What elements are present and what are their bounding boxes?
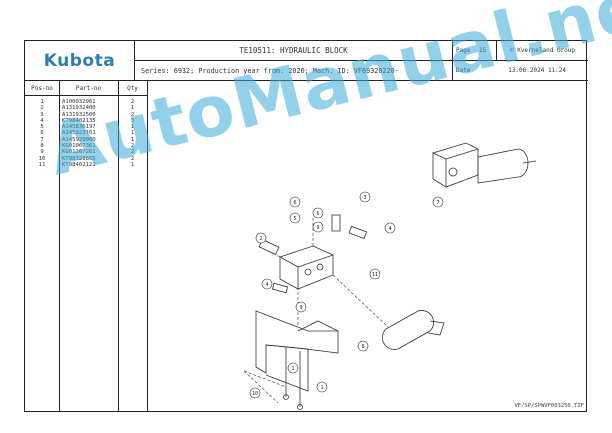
callout-9: 9 xyxy=(312,221,324,233)
qty-cell: 1 xyxy=(130,124,135,131)
kubota-logo: Kubota xyxy=(43,50,116,71)
svg-text:7: 7 xyxy=(436,200,439,206)
callout-3: 3 xyxy=(359,191,371,203)
pos-no-cell: 8 xyxy=(40,143,44,150)
qty-cell: 1 xyxy=(130,136,135,143)
mounting-bracket xyxy=(255,310,339,374)
callout-5: 5 xyxy=(289,212,301,224)
svg-text:8: 8 xyxy=(361,344,364,350)
callout-10: 10 xyxy=(249,387,261,399)
callout-4: 4 xyxy=(384,222,396,234)
column-divider xyxy=(147,81,148,411)
exploded-drawing: 6 5 6 9 3 4 2 4 11 9 7 8 1 1 10 VF/SP/SP… xyxy=(148,97,588,413)
hydraulic-block-diagram: 6 5 6 9 3 4 2 4 11 9 7 8 1 1 10 xyxy=(243,142,537,410)
header-qty: Qty xyxy=(118,81,147,96)
qty-cell: 1 xyxy=(130,105,135,112)
pos-no-cell: 5 xyxy=(40,124,44,131)
svg-text:4: 4 xyxy=(388,226,391,232)
qty-cell: 2 xyxy=(130,143,135,150)
pos-no-cell: 11 xyxy=(38,161,46,168)
part-no-cell: KG01067361 xyxy=(62,143,96,150)
callout-6b: 6 xyxy=(312,207,324,219)
callout-2: 2 xyxy=(255,232,267,244)
svg-text:3: 3 xyxy=(363,195,366,201)
qty-cell: 2 xyxy=(130,99,135,105)
page-label: Page xyxy=(453,41,479,61)
part-no-cell: A131932400 xyxy=(62,105,96,112)
callout-4b: 4 xyxy=(261,278,273,290)
pos-no-cell: 7 xyxy=(40,136,44,143)
part-no-cell: A100032961 xyxy=(62,99,96,105)
part-no-cell: A145836197 xyxy=(62,124,96,131)
series-info: Series: 6932; Production year from: 2020… xyxy=(135,61,453,81)
pos-no-cell: 6 xyxy=(40,130,44,137)
pos-no-cell: 9 xyxy=(40,149,44,156)
svg-text:6: 6 xyxy=(293,200,296,206)
pos-no-cell: 3 xyxy=(40,111,44,118)
svg-text:11: 11 xyxy=(372,272,378,278)
part-no-cell: A145929000 xyxy=(62,136,96,143)
qty-cell: 3 xyxy=(130,117,135,124)
parts-sheet: Kubota TE10511: HYDRAULIC BLOCK Series: … xyxy=(24,40,588,413)
pos-no-cell: 4 xyxy=(40,117,44,124)
logo-cell: Kubota xyxy=(25,41,135,81)
qty-cell: 2 xyxy=(130,111,135,118)
qty-cell: 1 xyxy=(130,161,135,168)
callout-1b: 1 xyxy=(316,381,328,393)
svg-text:1: 1 xyxy=(320,385,323,391)
svg-text:9: 9 xyxy=(299,305,302,311)
header-pos-no: Pos-no xyxy=(25,81,59,96)
pos-no-cell: 2 xyxy=(40,105,44,112)
fitting-4 xyxy=(348,225,368,240)
date-label: Date xyxy=(453,61,479,81)
part-no-cell: KT98402121 xyxy=(62,161,96,168)
column-divider xyxy=(118,81,119,411)
pos-no-cell: 10 xyxy=(38,155,46,162)
callout-7: 7 xyxy=(432,196,444,208)
accumulator xyxy=(382,310,434,350)
page-number: 15 xyxy=(479,41,497,61)
callout-1: 1 xyxy=(287,362,299,374)
fitting-3 xyxy=(331,214,341,232)
drawing-reference: VF/SP/SPWVF003250.TIF xyxy=(514,403,584,409)
hydraulic-block xyxy=(297,254,334,290)
date-value: 13.06.2024 11:24 xyxy=(479,61,588,81)
callout-9b: 9 xyxy=(295,301,307,313)
solenoid xyxy=(477,148,529,184)
column-divider xyxy=(59,81,60,411)
fitting-9 xyxy=(271,282,289,294)
svg-text:10: 10 xyxy=(252,391,258,397)
sheet-title: TE10511: HYDRAULIC BLOCK xyxy=(135,41,453,61)
part-no-cell: KT98328865 xyxy=(62,155,96,162)
svg-text:1: 1 xyxy=(291,366,294,372)
header-part-no: Part-no xyxy=(59,81,118,96)
callout-8: 8 xyxy=(357,340,369,352)
callout-11: 11 xyxy=(369,268,381,280)
part-no-cell: KT98402135 xyxy=(62,117,96,124)
valve-block xyxy=(445,148,479,188)
svg-text:2: 2 xyxy=(259,236,262,242)
part-no-cell: A145923161 xyxy=(62,130,96,137)
pos-no-cell: 1 xyxy=(40,99,44,105)
part-no-cell: A131932500 xyxy=(62,111,96,118)
svg-text:4: 4 xyxy=(265,282,268,288)
part-no-cell: KG01267261 xyxy=(62,149,96,156)
qty-cell: 1 xyxy=(130,130,135,137)
svg-text:6: 6 xyxy=(316,211,319,217)
callout-6: 6 xyxy=(289,196,301,208)
svg-text:9: 9 xyxy=(316,225,319,231)
qty-cell: 2 xyxy=(130,149,135,156)
qty-cell: 2 xyxy=(130,155,135,162)
svg-text:5: 5 xyxy=(293,216,296,222)
copyright: © Kverneland Group xyxy=(497,41,588,61)
